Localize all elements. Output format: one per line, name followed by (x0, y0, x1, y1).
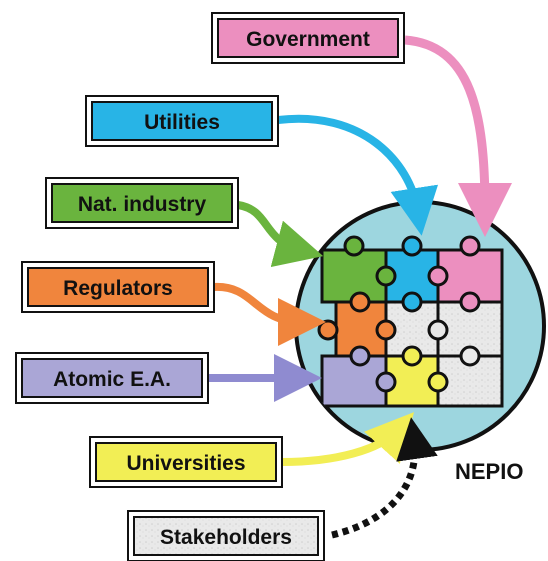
puzzle-knob (343, 235, 365, 257)
center-label: NEPIO (455, 459, 523, 484)
puzzle-knob (459, 345, 481, 367)
puzzle-knob (401, 345, 423, 367)
puzzle-knob (427, 371, 449, 393)
puzzle-knob (459, 291, 481, 313)
node-label-utilities: Utilities (144, 111, 220, 134)
puzzle-grid (317, 235, 504, 408)
node-label-regulators: Regulators (63, 277, 173, 300)
puzzle-knob (401, 291, 423, 313)
node-regulators: Regulators (21, 261, 215, 313)
puzzle-piece-nat-industry (320, 248, 388, 304)
puzzle-knob (401, 235, 423, 257)
arrow-government (404, 35, 512, 237)
node-utilities: Utilities (85, 95, 279, 147)
node-atomic-ea: Atomic E.A. (15, 352, 209, 404)
node-label-stakeholders: Stakeholders (160, 526, 292, 549)
node-government: Government (211, 12, 405, 64)
puzzle-knob (375, 371, 397, 393)
puzzle-knob (349, 291, 371, 313)
arrow-regulators (213, 282, 326, 346)
node-label-atomic-ea: Atomic E.A. (53, 368, 171, 391)
arrow-utilities (277, 114, 439, 236)
node-label-nat-industry: Nat. industry (78, 193, 207, 216)
node-stakeholders: Stakeholders (127, 510, 325, 561)
puzzle-knob (427, 319, 449, 341)
puzzle-knob (459, 235, 481, 257)
arrow-stakeholders (331, 417, 438, 539)
node-label-government: Government (246, 28, 370, 51)
puzzle-knob (317, 319, 339, 341)
puzzle-knob (349, 345, 371, 367)
node-universities: Universities (89, 436, 283, 488)
puzzle-knob (427, 265, 449, 287)
node-label-universities: Universities (126, 452, 245, 475)
node-nat-industry: Nat. industry (45, 177, 239, 229)
arrow-universities (281, 412, 415, 466)
puzzle-knob (375, 319, 397, 341)
puzzle-knob (375, 265, 397, 287)
arrow-nat-industry (237, 201, 324, 268)
